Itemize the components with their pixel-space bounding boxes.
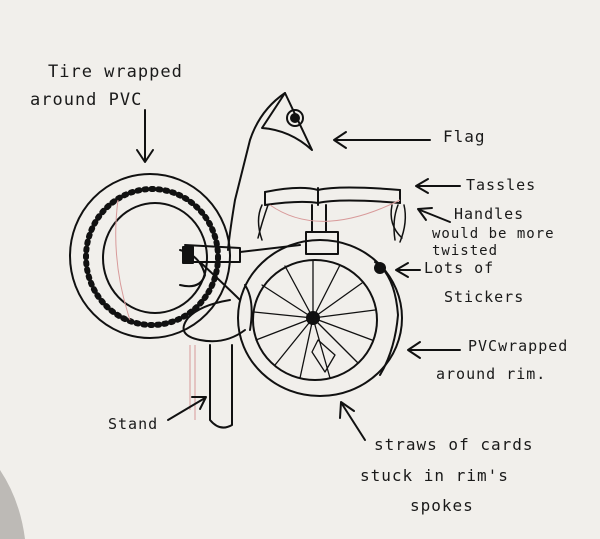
label-tire-line2: around PVC bbox=[30, 90, 143, 110]
label-stand: Stand bbox=[108, 415, 159, 433]
rim-wheel bbox=[237, 239, 403, 397]
arrow-pvc-rim bbox=[407, 341, 461, 359]
label-pvc-line2: around rim. bbox=[436, 365, 547, 383]
arrow-tire bbox=[136, 109, 154, 163]
stand-drawing bbox=[182, 284, 253, 429]
arrow-tassles bbox=[415, 178, 461, 194]
tire-drawing bbox=[69, 173, 231, 339]
arrow-stand bbox=[167, 396, 207, 421]
arrow-stickers bbox=[395, 262, 421, 278]
label-lots-line2: Stickers bbox=[444, 288, 525, 306]
label-straws-line2: stuck in rim's bbox=[360, 466, 509, 485]
label-straws-line1: straws of cards bbox=[374, 435, 534, 454]
pencil-guides bbox=[115, 199, 401, 420]
label-straws-line3: spokes bbox=[410, 496, 474, 515]
arrow-flag bbox=[333, 131, 431, 149]
wheel-spokes bbox=[253, 259, 376, 379]
label-pvc-line1: PVCwrapped bbox=[468, 337, 569, 355]
flag-drawing bbox=[227, 92, 313, 251]
label-lots-line1: Lots of bbox=[424, 259, 495, 277]
label-tire-line1: Tire wrapped bbox=[48, 62, 183, 82]
arrow-straws bbox=[339, 401, 366, 441]
label-handles-line3: twisted bbox=[432, 243, 499, 259]
paper-shadow-corner bbox=[0, 470, 25, 539]
label-handles-line1: Handles bbox=[454, 205, 525, 223]
label-flag: Flag bbox=[443, 127, 486, 146]
arrow-handles bbox=[417, 207, 451, 223]
label-handles-line2: would be more bbox=[432, 226, 555, 242]
handlebars bbox=[264, 186, 401, 255]
label-tassles: Tassles bbox=[466, 176, 537, 194]
tassles-drawing bbox=[257, 204, 407, 243]
